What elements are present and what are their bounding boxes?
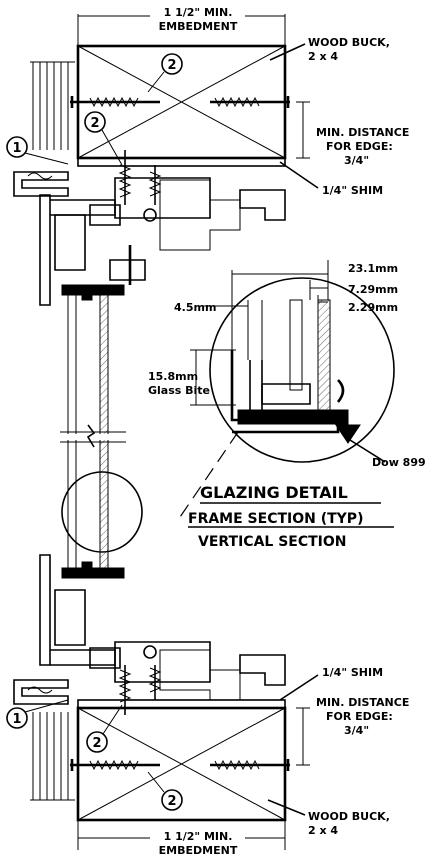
- embedment-dimension-top: 1 1/2" MIN. EMBEDMENT: [77, 6, 286, 46]
- wood-buck-label-top-line2: 2 x 4: [308, 50, 338, 63]
- glazing-detail-zoom: 23.1mm 7.29mm 2.29mm 4.5mm 15.8mm Glass …: [61, 260, 426, 553]
- diagram-title: GLAZING DETAIL: [200, 483, 348, 502]
- min-distance-label-bottom-line3: 3/4": [344, 724, 369, 737]
- min-distance-label-bottom-line2: FOR EDGE:: [326, 710, 393, 723]
- min-distance-label-bottom-line1: MIN. DISTANCE: [316, 696, 409, 709]
- glass-bite-label-line2: Glass Bite: [148, 384, 210, 397]
- dow-label: Dow 899: [372, 456, 426, 469]
- shim-label-bottom: 1/4" SHIM: [322, 666, 383, 679]
- wood-buck-label-bottom-line1: WOOD BUCK,: [308, 810, 390, 823]
- min-distance-label-top-line2: FOR EDGE:: [326, 140, 393, 153]
- callout-1-icon: [6, 136, 28, 158]
- frame-profile-top: [13, 171, 286, 306]
- callout-1-label: 1: [12, 141, 21, 156]
- callout-1-icon: [6, 707, 28, 729]
- wood-buck-label-bottom-line2: 2 x 4: [308, 824, 338, 837]
- callout-2-label: 2: [90, 116, 99, 131]
- embedment-label-bottom-line2: EMBEDMENT: [159, 844, 238, 857]
- callout-2-icon: [86, 731, 108, 753]
- wall-left-top: [30, 61, 75, 150]
- top-section: 1 1/2" MIN. EMBEDMENT WOOD BUCK, 2 x 4 M…: [6, 6, 409, 205]
- screw-horizontal-bottom: [70, 759, 290, 771]
- dim-label-45: 4.5mm: [174, 301, 216, 314]
- callout-2-label: 2: [167, 58, 176, 73]
- screw-horizontal-top: [70, 96, 290, 108]
- title-block: GLAZING DETAIL FRAME SECTION (TYP) VERTI…: [188, 483, 394, 550]
- frame-profile-bottom: [13, 554, 286, 705]
- callout-1-label: 1: [12, 712, 21, 727]
- embedment-label-top-line2: EMBEDMENT: [159, 20, 238, 33]
- glass-bite-label-line1: 15.8mm: [148, 370, 198, 383]
- screw-vertical-bottom: [118, 665, 162, 715]
- callout-2-label: 2: [167, 794, 176, 809]
- embedment-label-top-line1: 1 1/2" MIN.: [164, 6, 233, 19]
- embedment-label-bottom-line1: 1 1/2" MIN.: [164, 830, 233, 843]
- dim-label-229: 2.29mm: [348, 301, 398, 314]
- callout-2-icon: [84, 111, 106, 133]
- diagram-subtitle-2: VERTICAL SECTION: [198, 534, 347, 550]
- callout-2-icon: [161, 789, 183, 811]
- callout-2-label: 2: [92, 736, 101, 751]
- min-distance-label-top-line1: MIN. DISTANCE: [316, 126, 409, 139]
- bottom-section: 1/4" SHIM MIN. DISTANCE FOR EDGE: 3/4" W…: [6, 665, 409, 857]
- dim-label-729: 7.29mm: [348, 283, 398, 296]
- shim-label-top: 1/4" SHIM: [322, 184, 383, 197]
- wall-left-bottom: [30, 712, 75, 801]
- glass-unit: [60, 284, 126, 579]
- min-distance-label-top-line3: 3/4": [344, 154, 369, 167]
- dim-label-23: 23.1mm: [348, 262, 398, 275]
- callout-2-icon: [161, 53, 183, 75]
- diagram-subtitle-1: FRAME SECTION (TYP): [188, 511, 363, 527]
- wood-buck-label-top-line1: WOOD BUCK,: [308, 36, 390, 49]
